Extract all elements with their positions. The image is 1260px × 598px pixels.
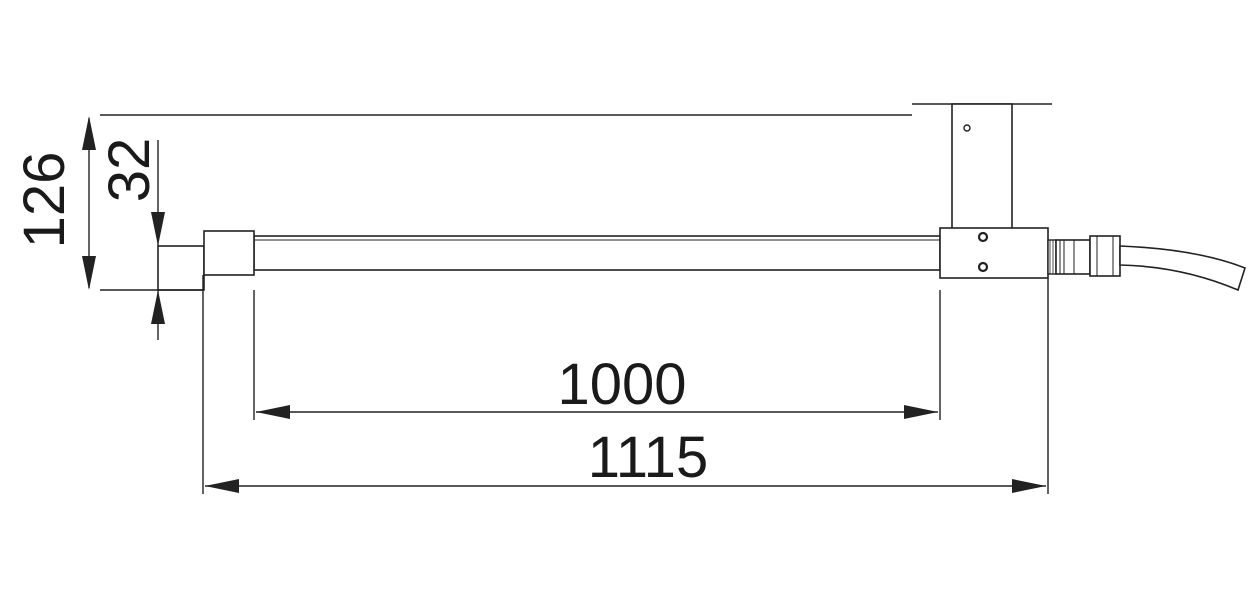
main-tube (253, 235, 941, 271)
bracket-hole (963, 124, 971, 132)
dim-1115-arrow-left (205, 479, 239, 493)
connector-nut (1089, 235, 1121, 277)
cable (1119, 245, 1246, 292)
left-end-stub (157, 245, 205, 291)
right-head-block (939, 227, 1049, 279)
head-screw-bottom (977, 261, 989, 273)
dim-126-label: 126 (12, 152, 77, 249)
dim-32-label: 32 (97, 138, 162, 203)
mounting-bracket (951, 103, 1013, 231)
dim-1115-arrow-right (1012, 479, 1046, 493)
dim-126-arrow-top (82, 116, 96, 150)
dim-126-arrow-bottom (82, 256, 96, 290)
head-screw-top (977, 231, 989, 243)
dim-1115-label: 1115 (588, 425, 708, 490)
dim-1000-label: 1000 (557, 352, 686, 417)
left-end-cap (203, 230, 255, 276)
connector-body (1055, 239, 1091, 275)
dim-32-arrow-top (151, 212, 165, 246)
dim-1000-arrow-left (256, 405, 290, 419)
dim-32-arrow-bottom (151, 290, 165, 324)
connector-collar (1047, 239, 1057, 275)
dim-1000-arrow-right (904, 405, 938, 419)
